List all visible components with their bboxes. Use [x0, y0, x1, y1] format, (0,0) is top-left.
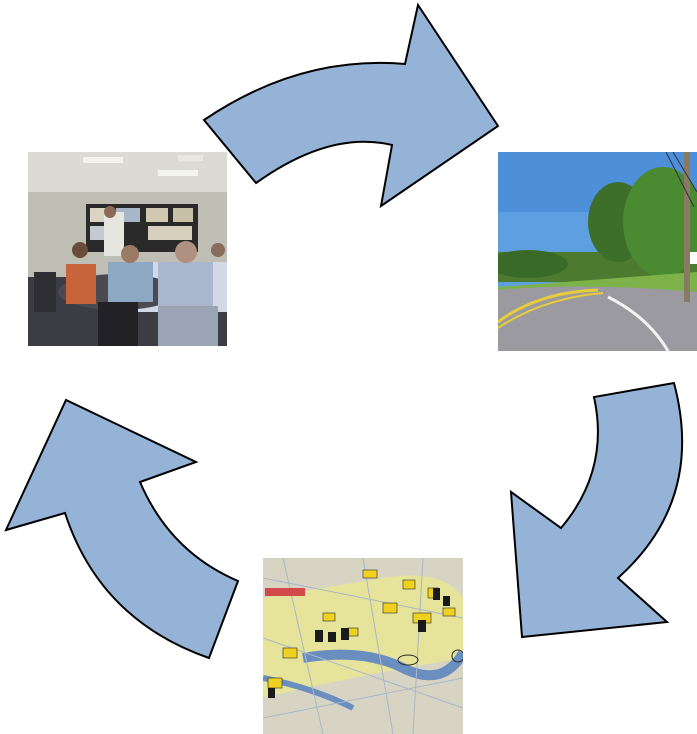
meeting-room-photo: [28, 152, 227, 346]
arrow-map-to-meeting: [4, 398, 240, 660]
arrow-road-to-map: [509, 381, 684, 639]
rural-road-photo: [498, 152, 697, 351]
map-with-markers-photo: [263, 558, 463, 734]
arrow-meeting-to-road: [202, 2, 500, 209]
